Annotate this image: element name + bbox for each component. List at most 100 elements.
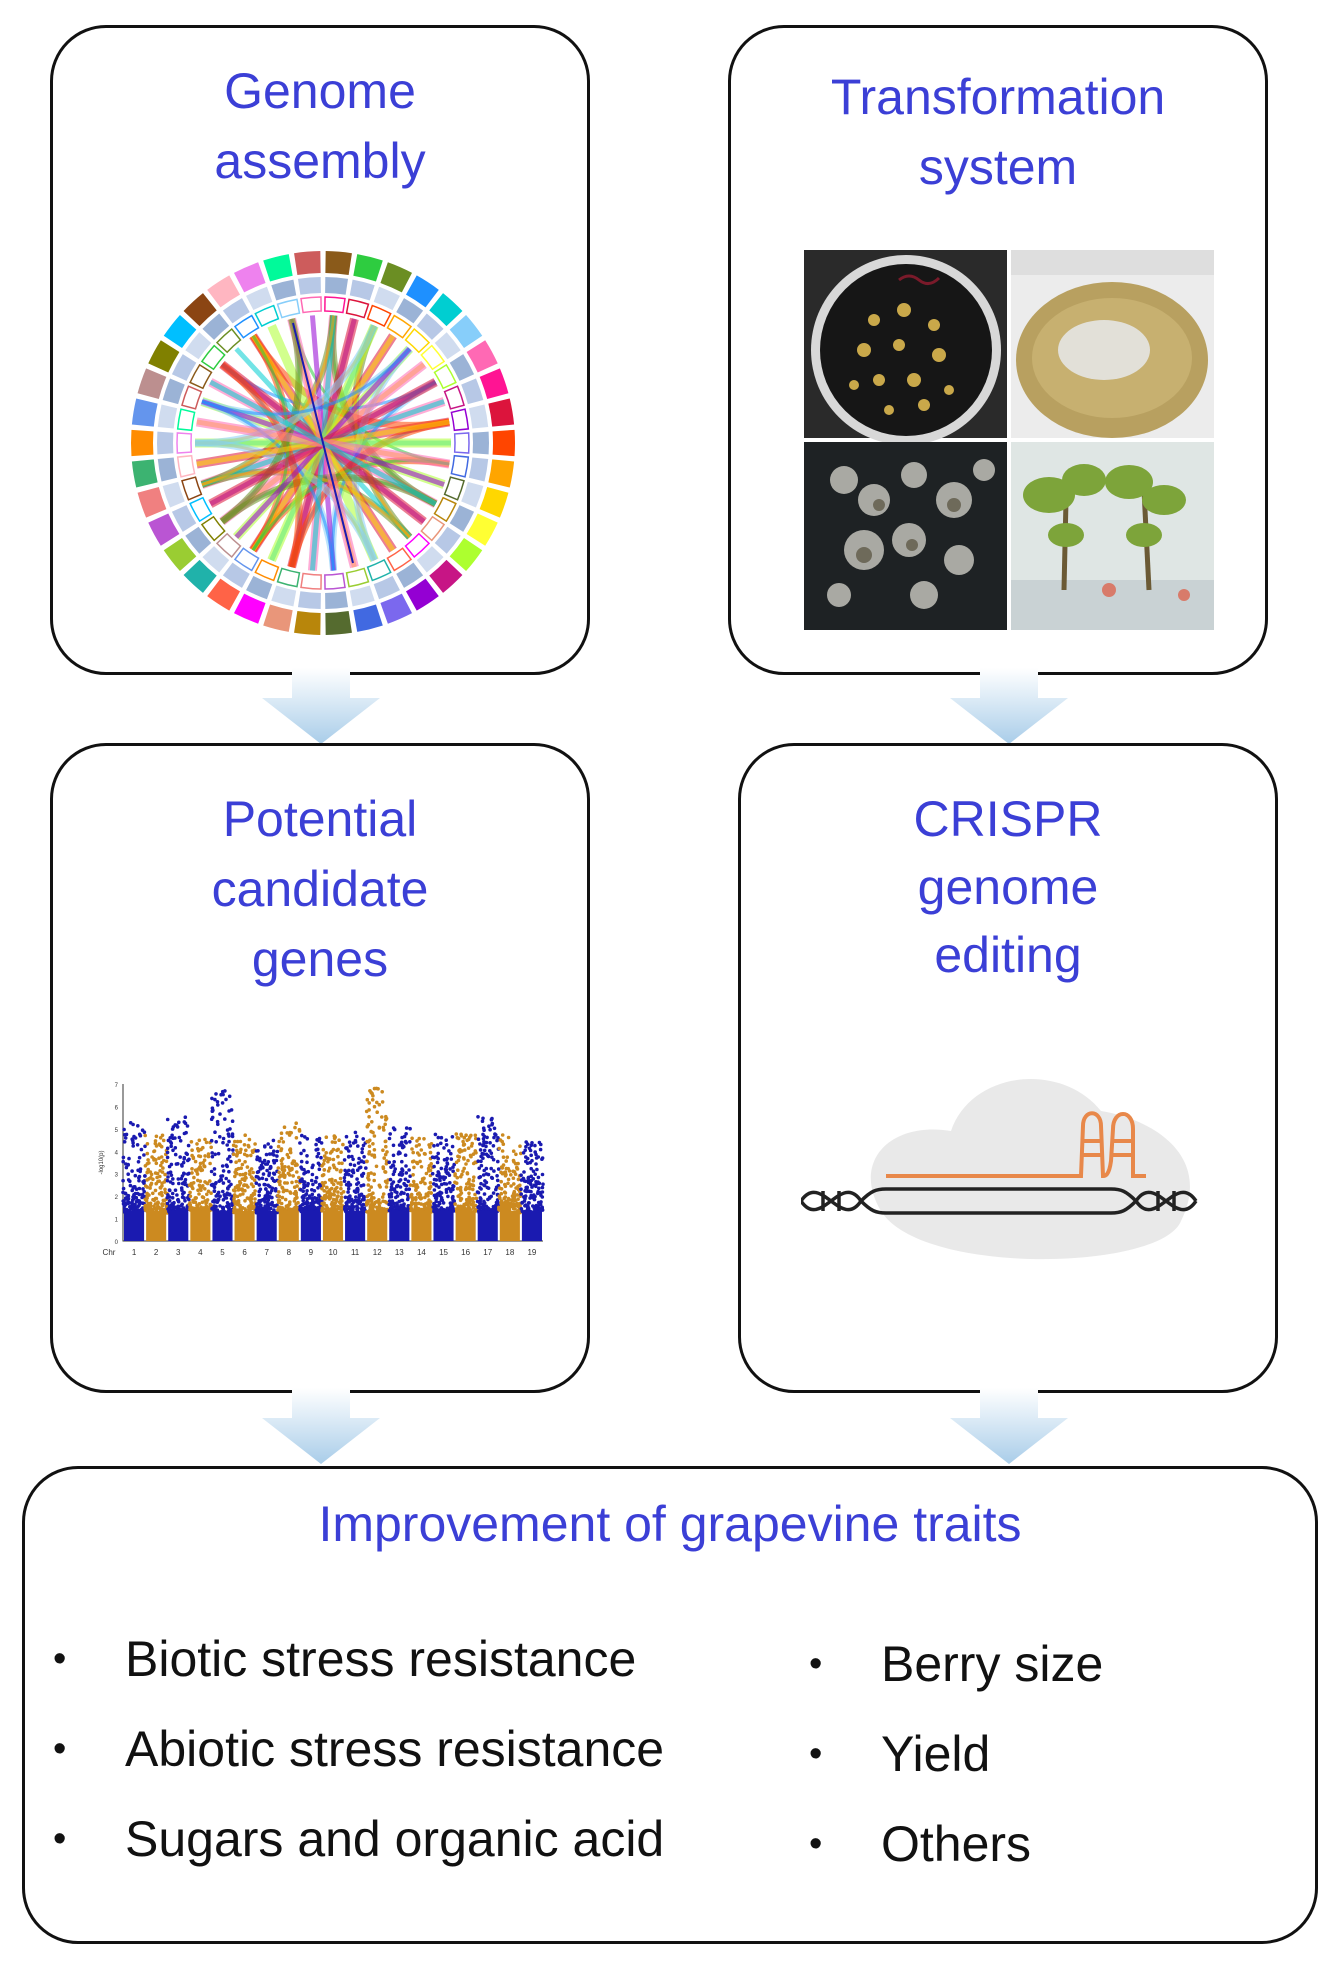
- track-segment: [200, 515, 226, 542]
- snp-point: [190, 1171, 194, 1175]
- snp-point: [353, 1140, 358, 1144]
- snp-point: [227, 1147, 231, 1152]
- snp-point: [532, 1197, 537, 1202]
- snp-point: [534, 1180, 538, 1184]
- track-segment: [171, 354, 197, 381]
- snp-point: [170, 1196, 175, 1200]
- snp-point: [221, 1181, 226, 1185]
- manhattan-x-label: 1: [132, 1248, 137, 1257]
- snp-point: [292, 1207, 297, 1212]
- snp-point: [418, 1193, 423, 1197]
- snp-point: [330, 1200, 334, 1205]
- snp-point: [303, 1135, 307, 1139]
- track-segment: [468, 404, 489, 429]
- snp-point: [354, 1195, 358, 1199]
- chromosome-segment: [294, 611, 321, 635]
- snp-point: [518, 1144, 522, 1148]
- snp-point: [278, 1182, 282, 1187]
- snp-point: [506, 1135, 511, 1140]
- snp-point: [302, 1167, 306, 1172]
- snp-point: [439, 1182, 444, 1187]
- snp-point: [433, 1132, 438, 1137]
- manhattan-x-label: 3: [176, 1248, 181, 1257]
- snp-point: [366, 1122, 371, 1127]
- snp-point: [422, 1151, 427, 1156]
- snp-point: [171, 1148, 175, 1153]
- snp-point: [315, 1197, 319, 1202]
- snp-point: [277, 1190, 281, 1194]
- snp-density-block: [389, 1211, 410, 1241]
- snp-point: [396, 1206, 400, 1210]
- snp-point: [371, 1142, 375, 1146]
- snp-point: [442, 1158, 447, 1162]
- snp-point: [399, 1143, 404, 1147]
- snp-point: [540, 1172, 545, 1177]
- snp-point: [191, 1156, 196, 1161]
- snp-point: [265, 1190, 270, 1194]
- snp-point: [314, 1175, 319, 1180]
- snp-point: [221, 1189, 225, 1194]
- snp-point: [240, 1188, 245, 1192]
- snp-point: [321, 1162, 326, 1166]
- snp-point: [327, 1166, 332, 1170]
- manhattan-x-label: 12: [373, 1248, 382, 1257]
- snp-point: [514, 1152, 518, 1157]
- snp-point: [180, 1164, 184, 1168]
- snp-point: [343, 1195, 348, 1200]
- snp-point: [501, 1155, 506, 1159]
- snp-point: [479, 1163, 484, 1168]
- snp-point: [216, 1193, 220, 1198]
- snp-point: [485, 1135, 489, 1140]
- snp-point: [210, 1183, 215, 1188]
- snp-point: [149, 1175, 153, 1180]
- snp-point: [132, 1193, 136, 1198]
- snp-point: [230, 1132, 235, 1136]
- snp-point: [391, 1153, 396, 1158]
- snp-point: [410, 1196, 415, 1200]
- snp-point: [419, 1196, 424, 1200]
- snp-point: [218, 1112, 222, 1116]
- snp-point: [132, 1196, 136, 1201]
- snp-point: [298, 1141, 302, 1145]
- snp-point: [427, 1186, 432, 1191]
- snp-point: [251, 1150, 255, 1155]
- snp-point: [137, 1186, 142, 1191]
- snp-point: [343, 1172, 348, 1177]
- chromosome-segment: [353, 254, 383, 282]
- snp-point: [482, 1192, 487, 1196]
- snp-point: [292, 1191, 297, 1196]
- snp-point: [456, 1136, 461, 1141]
- snp-point: [458, 1188, 463, 1193]
- snp-point: [265, 1168, 269, 1173]
- snp-point: [285, 1181, 289, 1185]
- snp-point: [357, 1196, 361, 1200]
- track-segment: [254, 304, 280, 328]
- snp-point: [271, 1158, 276, 1163]
- snp-point: [277, 1170, 281, 1175]
- snp-point: [251, 1170, 255, 1175]
- snp-point: [365, 1159, 369, 1164]
- snp-point: [176, 1204, 180, 1209]
- bullet-dot: •: [809, 1643, 823, 1685]
- snp-point: [249, 1175, 254, 1179]
- snp-point: [377, 1204, 382, 1209]
- snp-point: [224, 1176, 228, 1181]
- snp-point: [175, 1125, 180, 1129]
- snp-point: [403, 1139, 408, 1144]
- snp-point: [206, 1154, 211, 1159]
- chromosome-segment: [148, 513, 180, 546]
- snp-point: [123, 1202, 128, 1207]
- trait-label: Others: [881, 1816, 1032, 1872]
- snp-point: [281, 1171, 285, 1175]
- snp-point: [321, 1183, 326, 1188]
- snp-point: [331, 1163, 336, 1167]
- track-segment: [162, 481, 185, 508]
- snp-point: [239, 1166, 243, 1170]
- snp-point: [468, 1153, 473, 1158]
- snp-point: [190, 1167, 194, 1171]
- snp-point: [240, 1162, 245, 1167]
- chromosome-segment: [163, 314, 197, 349]
- snp-point: [142, 1153, 146, 1157]
- track-segment: [433, 363, 457, 390]
- snp-point: [179, 1186, 184, 1190]
